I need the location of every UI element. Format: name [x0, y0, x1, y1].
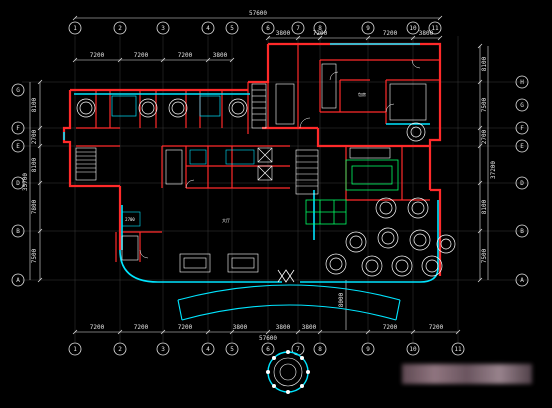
dim-overall-left: 35700: [22, 173, 29, 191]
dim-right-seg: 8100: [481, 199, 488, 214]
axis-row-label: G: [520, 102, 524, 109]
axis-col-label: 8: [318, 346, 322, 353]
service-counters: [121, 149, 255, 227]
dim-bottom-seg: 3800: [302, 324, 317, 331]
axis-col-label: 1: [73, 346, 77, 353]
axis-bubbles-left: [11, 83, 25, 287]
dim-right-seg: 7500: [481, 248, 488, 263]
entrance-doors: [277, 269, 295, 283]
room-labels: 大厅 包房 2700: [125, 91, 366, 223]
axis-row-label: E: [520, 143, 524, 150]
lobby-label: 大厅: [222, 217, 230, 223]
axis-col-label: 2: [118, 346, 122, 353]
dim-left-seg: 8100: [31, 157, 38, 172]
axis-row-label: B: [520, 228, 524, 235]
axis-col-label: 8: [318, 25, 322, 32]
axis-col-label: 10: [409, 25, 417, 32]
axis-labels-left: G F E D B A: [16, 87, 20, 284]
axis-col-label: 7: [296, 346, 300, 353]
dim-left-seg: 7800: [31, 199, 38, 214]
dim-top-seg: 7200: [178, 52, 193, 59]
axis-labels-bottom: 1 2 3 4 5 6 7 8 9 10 11: [73, 346, 462, 353]
dim-right-seg: 8100: [481, 56, 488, 71]
axis-row-label: D: [520, 180, 524, 187]
axis-row-label: A: [16, 277, 20, 284]
dim-overall-right: 37200: [490, 161, 497, 179]
dim-right-seg: 7500: [481, 97, 488, 112]
stairs: [75, 83, 319, 195]
dim-bottom-seg: 3800: [276, 324, 291, 331]
dim-left-seg: 2700: [31, 129, 38, 144]
elevator-shafts: [121, 63, 427, 273]
axis-row-label: F: [16, 125, 20, 132]
axis-col-label: 1: [73, 25, 77, 32]
ramp-label: 2700: [125, 217, 135, 222]
dim-bottom-seg: 7200: [383, 324, 398, 331]
watermark-blur: [402, 364, 532, 384]
axis-row-label: H: [520, 79, 524, 86]
dim-top-right-seg: 7200: [313, 30, 328, 37]
interior-walls: [76, 44, 440, 262]
axis-labels-right: H G F E D B A: [520, 79, 524, 284]
axis-col-label: 3: [161, 346, 165, 353]
axis-col-label: 3: [161, 25, 165, 32]
axis-col-label: 5: [230, 25, 234, 32]
dim-bottom-seg: 7200: [429, 324, 444, 331]
axis-col-label: 11: [431, 25, 439, 32]
escalator-green: [305, 159, 399, 225]
dim-top-seg: 7200: [134, 52, 149, 59]
hall-round-tables: [325, 122, 456, 277]
entrance-canopy: [177, 284, 401, 321]
axis-col-label: 9: [366, 346, 370, 353]
dim-overall-top: 57600: [249, 10, 267, 17]
upper-room-label: 包房: [358, 91, 366, 97]
axis-col-label: 5: [230, 346, 234, 353]
private-room-tables: [76, 98, 248, 118]
axis-col-label: 4: [206, 25, 210, 32]
axis-row-label: B: [16, 228, 20, 235]
axis-row-label: F: [520, 125, 524, 132]
dim-top-right-seg: 3800: [276, 30, 291, 37]
axis-row-label: E: [16, 143, 20, 150]
door-swings: [139, 59, 421, 259]
axis-col-label: 10: [409, 346, 417, 353]
axis-row-label: D: [16, 180, 20, 187]
dimension-ticks: [37, 15, 483, 335]
axis-col-label: 7: [296, 25, 300, 32]
axis-col-label: 6: [266, 25, 270, 32]
dim-bottom-seg: 7200: [134, 324, 149, 331]
axis-bubbles-right: [515, 75, 529, 287]
private-room-fixtures: [111, 95, 221, 117]
axis-bubbles-bottom: [68, 342, 465, 356]
axis-row-label: G: [16, 87, 20, 94]
dim-bottom-segments: 7200 7200 7200 3800 3800 3800 7200 7200: [90, 324, 444, 331]
axis-labels-top: 1 2 3 4 5 6 7 8 9 10 11: [73, 25, 439, 32]
dim-top-right-seg: 7200: [383, 30, 398, 37]
dim-bottom-seg: 7200: [90, 324, 105, 331]
axis-col-label: 9: [366, 25, 370, 32]
dimension-lines: [29, 17, 489, 333]
axis-bubbles-top: [68, 21, 442, 35]
axis-col-label: 11: [454, 346, 462, 353]
dim-top-segments: 7200 7200 7200 3800 3800 7200 7200 3800: [90, 30, 434, 59]
entrance-pavilion: [266, 350, 310, 394]
dim-top-seg: 7200: [90, 52, 105, 59]
axis-row-label: A: [520, 277, 524, 284]
dim-overall-bottom: 57600: [259, 335, 277, 342]
axis-col-label: 4: [206, 346, 210, 353]
axis-col-label: 6: [266, 346, 270, 353]
dim-left-seg: 8100: [31, 97, 38, 112]
dim-top-seg: 3800: [213, 52, 228, 59]
dim-right-seg: 2700: [481, 129, 488, 144]
dim-entrance: 8000: [338, 292, 345, 307]
dim-bottom-seg: 7200: [178, 324, 193, 331]
dim-left-seg: 7500: [31, 248, 38, 263]
dim-top-right-seg: 3800: [419, 30, 434, 37]
axis-gridlines: [22, 36, 528, 342]
axis-col-label: 2: [118, 25, 122, 32]
dim-bottom-seg: 3800: [233, 324, 248, 331]
